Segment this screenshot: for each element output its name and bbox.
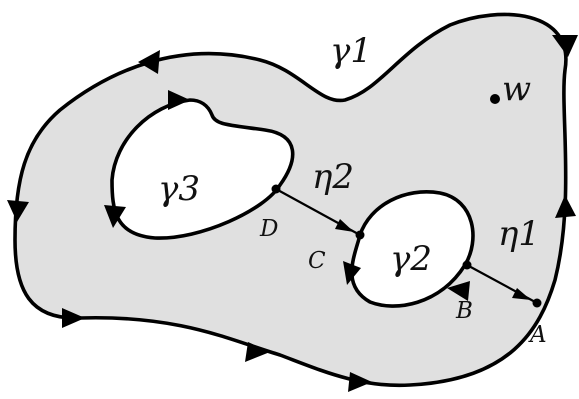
label-gamma3: γ3 — [158, 169, 200, 209]
gamma1-arrow-top-right-icon — [552, 35, 578, 57]
shaded-region — [13, 12, 568, 388]
label-eta2: η2 — [312, 157, 354, 197]
gamma1-arrow-top-left-icon — [138, 50, 160, 74]
label-D: D — [259, 216, 278, 242]
eta1-arrow-icon — [512, 288, 531, 300]
gamma3-arrow-left-icon — [104, 205, 126, 228]
gamma1-arrow-bottom-left-icon — [62, 308, 85, 328]
label-gamma2: γ2 — [390, 239, 432, 279]
eta2-arrow-icon — [335, 219, 354, 232]
point-w — [490, 94, 500, 104]
point-B — [462, 260, 472, 270]
gamma1-arrow-bottom-right-icon — [348, 372, 372, 392]
gamma3-arrow-top-icon — [168, 90, 190, 110]
point-A — [532, 298, 542, 308]
point-C — [355, 230, 365, 240]
gamma2-arrow-bottom-icon — [447, 281, 470, 301]
label-C: C — [308, 248, 326, 274]
point-D — [271, 184, 281, 194]
label-eta1: η1 — [498, 214, 540, 254]
label-w: w — [502, 69, 531, 109]
gamma1-arrow-bottom-mid-icon — [245, 342, 270, 362]
label-gamma1: γ1 — [330, 31, 372, 71]
gamma1-arrow-left-icon — [7, 200, 29, 222]
label-A: A — [528, 322, 547, 348]
gamma2-arrow-left-icon — [343, 261, 361, 285]
gamma1-arrow-right-icon — [555, 195, 576, 218]
label-B: B — [455, 298, 473, 324]
